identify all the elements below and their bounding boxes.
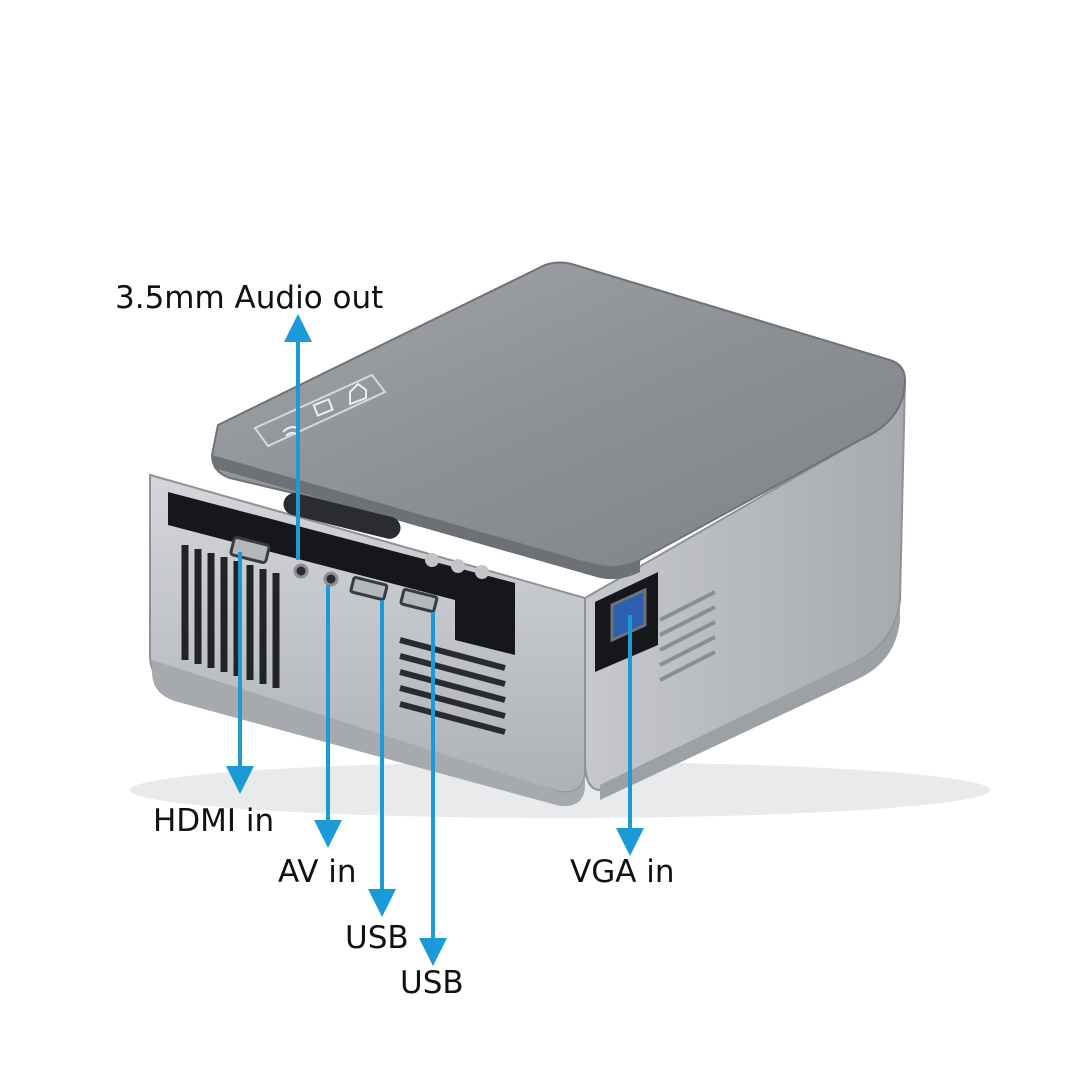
top-lip (212, 455, 640, 580)
usb-port-2 (399, 588, 439, 613)
av-jack (323, 571, 339, 587)
port-panel (168, 492, 515, 655)
top-button-strip (253, 373, 387, 448)
usb-1-label: USB (345, 920, 409, 956)
vga-in-label: VGA in (570, 854, 675, 890)
usb-2-label: USB (400, 965, 464, 1001)
front-vent (399, 637, 506, 735)
side-vent (659, 590, 716, 682)
top-panel (210, 261, 907, 569)
input-source-icon (312, 398, 334, 417)
av-in-label: AV in (278, 854, 357, 890)
side-bottom-edge (600, 600, 900, 800)
left-vent (181, 545, 280, 688)
hdmi-in-label: HDMI in (153, 803, 275, 839)
audio-jack (293, 563, 309, 579)
power-icon (475, 565, 489, 579)
control-buttons (283, 493, 489, 579)
audio-out-label: 3.5mm Audio out (115, 280, 384, 316)
usb-port-1 (349, 576, 389, 601)
home-icon (349, 382, 367, 406)
front-bottom-edge (152, 660, 585, 807)
